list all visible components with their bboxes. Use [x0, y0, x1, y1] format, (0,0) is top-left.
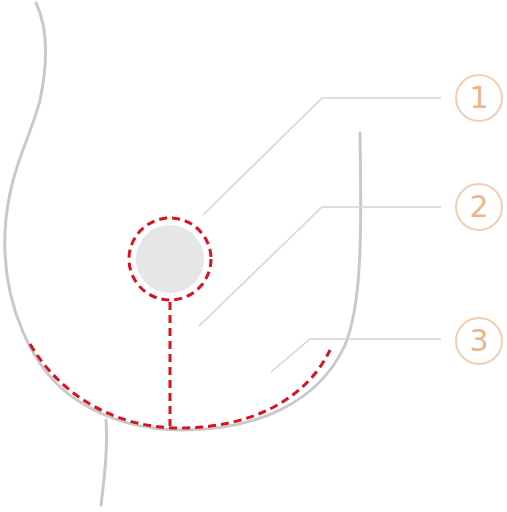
callout-circle [456, 318, 502, 364]
periareolar-incision [129, 218, 211, 300]
leader-line [203, 98, 441, 215]
leader-line [199, 207, 441, 326]
callout-circle [456, 75, 502, 121]
leader-line [271, 339, 441, 372]
inframammary-incision [30, 344, 330, 428]
callout-number: 2 [469, 192, 488, 222]
areola [136, 225, 204, 293]
callout-circle [456, 184, 502, 230]
body-outline [5, 3, 361, 430]
callout-number: 3 [469, 326, 488, 356]
torso-line [101, 420, 107, 505]
callout-number: 1 [469, 83, 488, 113]
vertical-incision [169, 302, 172, 426]
